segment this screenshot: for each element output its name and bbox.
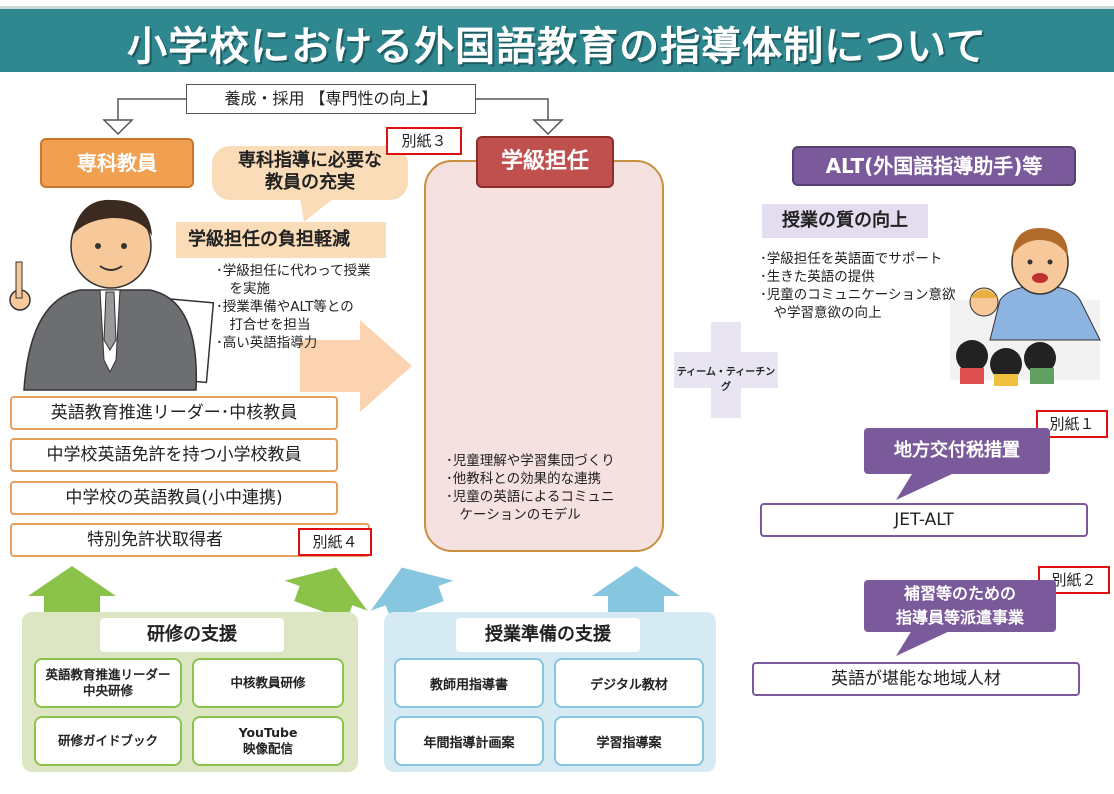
up-arrow-icon bbox=[592, 566, 680, 612]
quality-label: 授業の質の向上 bbox=[762, 204, 928, 238]
homeroom-teacher-header: 学級担任 bbox=[476, 136, 614, 188]
homeroom-bullets: ･児童理解や学習集団づくり ･他教科との効果的な連携 ･児童の英語によるコミュニ… bbox=[446, 453, 615, 523]
jet-alt-box: JET-ALT bbox=[760, 503, 1088, 537]
attachment-tag-3: 別紙３ bbox=[386, 127, 462, 155]
prep-item-digital-materials: デジタル教材 bbox=[554, 658, 704, 708]
up-arrow-icon bbox=[28, 566, 116, 612]
page-title: 小学校における外国語教育の指導体制について bbox=[127, 24, 987, 70]
homeroom-panel bbox=[424, 160, 664, 552]
training-support-title: 研修の支援 bbox=[100, 618, 284, 652]
lesson-prep-support-title: 授業準備の支援 bbox=[456, 618, 640, 652]
specialist-teacher-header: 専科教員 bbox=[40, 138, 194, 188]
local-talent-box: 英語が堪能な地域人材 bbox=[752, 662, 1080, 696]
training-item-core-teacher: 中核教員研修 bbox=[192, 658, 344, 708]
alt-header: ALT(外国語指導助手)等 bbox=[792, 146, 1076, 186]
up-arrow-icon bbox=[284, 567, 368, 621]
training-recruitment-note: 養成・採用 【専門性の向上】 bbox=[186, 84, 476, 114]
training-item-youtube: YouTube 映像配信 bbox=[192, 716, 344, 766]
prep-item-annual-plan: 年間指導計画案 bbox=[394, 716, 544, 766]
male-teacher-illustration bbox=[9, 199, 215, 391]
down-arrow-icon bbox=[102, 119, 134, 136]
attachment-tag-1: 別紙１ bbox=[1036, 410, 1108, 438]
role-box-jhs-license: 中学校英語免許を持つ小学校教員 bbox=[10, 438, 338, 472]
dispatch-program-label: 補習等のための 指導員等派遣事業 bbox=[864, 580, 1056, 632]
specialist-callout: 専科指導に必要な 教員の充実 bbox=[212, 146, 408, 200]
prep-item-teacher-guide: 教師用指導書 bbox=[394, 658, 544, 708]
team-teaching-label: ティーム・ティーチング bbox=[676, 367, 776, 393]
role-box-leader: 英語教育推進リーダー･中核教員 bbox=[10, 396, 338, 430]
right-arrow-icon bbox=[300, 320, 412, 412]
up-arrow-icon bbox=[370, 567, 454, 621]
prep-item-lesson-plan: 学習指導案 bbox=[554, 716, 704, 766]
burden-reduction-label: 学級担任の負担軽減 bbox=[176, 222, 386, 258]
down-arrow-icon bbox=[532, 119, 564, 136]
attachment-tag-4: 別紙４ bbox=[298, 528, 372, 556]
alt-bullets: ･学級担任を英語面でサポート ･生きた英語の提供 ･児童のコミュニケーション意欲… bbox=[760, 251, 956, 321]
alt-illustration bbox=[950, 228, 1101, 386]
training-item-leader-training: 英語教育推進リーダー 中央研修 bbox=[34, 658, 182, 708]
role-box-jhs-teacher: 中学校の英語教員(小中連携) bbox=[10, 481, 338, 515]
specialist-bullets: ･学級担任に代わって授業 を実施 ･授業準備やALT等との 打合せを担当 ･高い… bbox=[216, 263, 371, 351]
title-bar bbox=[0, 6, 1114, 72]
local-tax-label: 地方交付税措置 bbox=[864, 428, 1050, 474]
training-item-guidebook: 研修ガイドブック bbox=[34, 716, 182, 766]
